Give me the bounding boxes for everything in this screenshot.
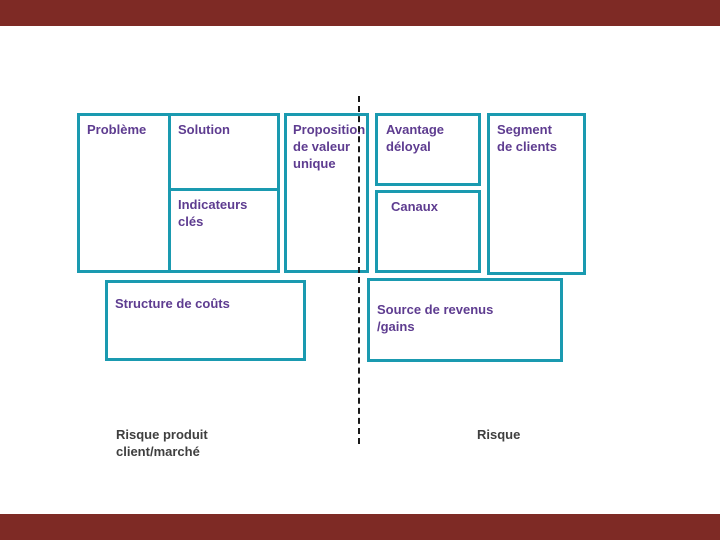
bottom-banner bbox=[0, 514, 720, 540]
note-risque-produit: Risque produit client/marché bbox=[116, 427, 208, 459]
box-probleme: Problème bbox=[77, 113, 171, 273]
box-proposition-de-valeur: Proposition de valeur unique bbox=[284, 113, 369, 273]
note-risque: Risque bbox=[477, 427, 521, 442]
vertical-dashed-divider bbox=[358, 96, 360, 444]
box-avantage-deloyal: Avantage déloyal bbox=[375, 113, 481, 186]
box-source-de-revenus: Source de revenus /gains bbox=[367, 278, 563, 362]
box-segment-de-clients: Segment de clients bbox=[487, 113, 586, 275]
box-indicateurs-cles: Indicateurs clés bbox=[168, 188, 280, 273]
box-structure-de-couts: Structure de coûts bbox=[105, 280, 306, 361]
box-canaux: Canaux bbox=[375, 190, 481, 273]
top-banner bbox=[0, 0, 720, 26]
box-solution: Solution bbox=[168, 113, 280, 191]
